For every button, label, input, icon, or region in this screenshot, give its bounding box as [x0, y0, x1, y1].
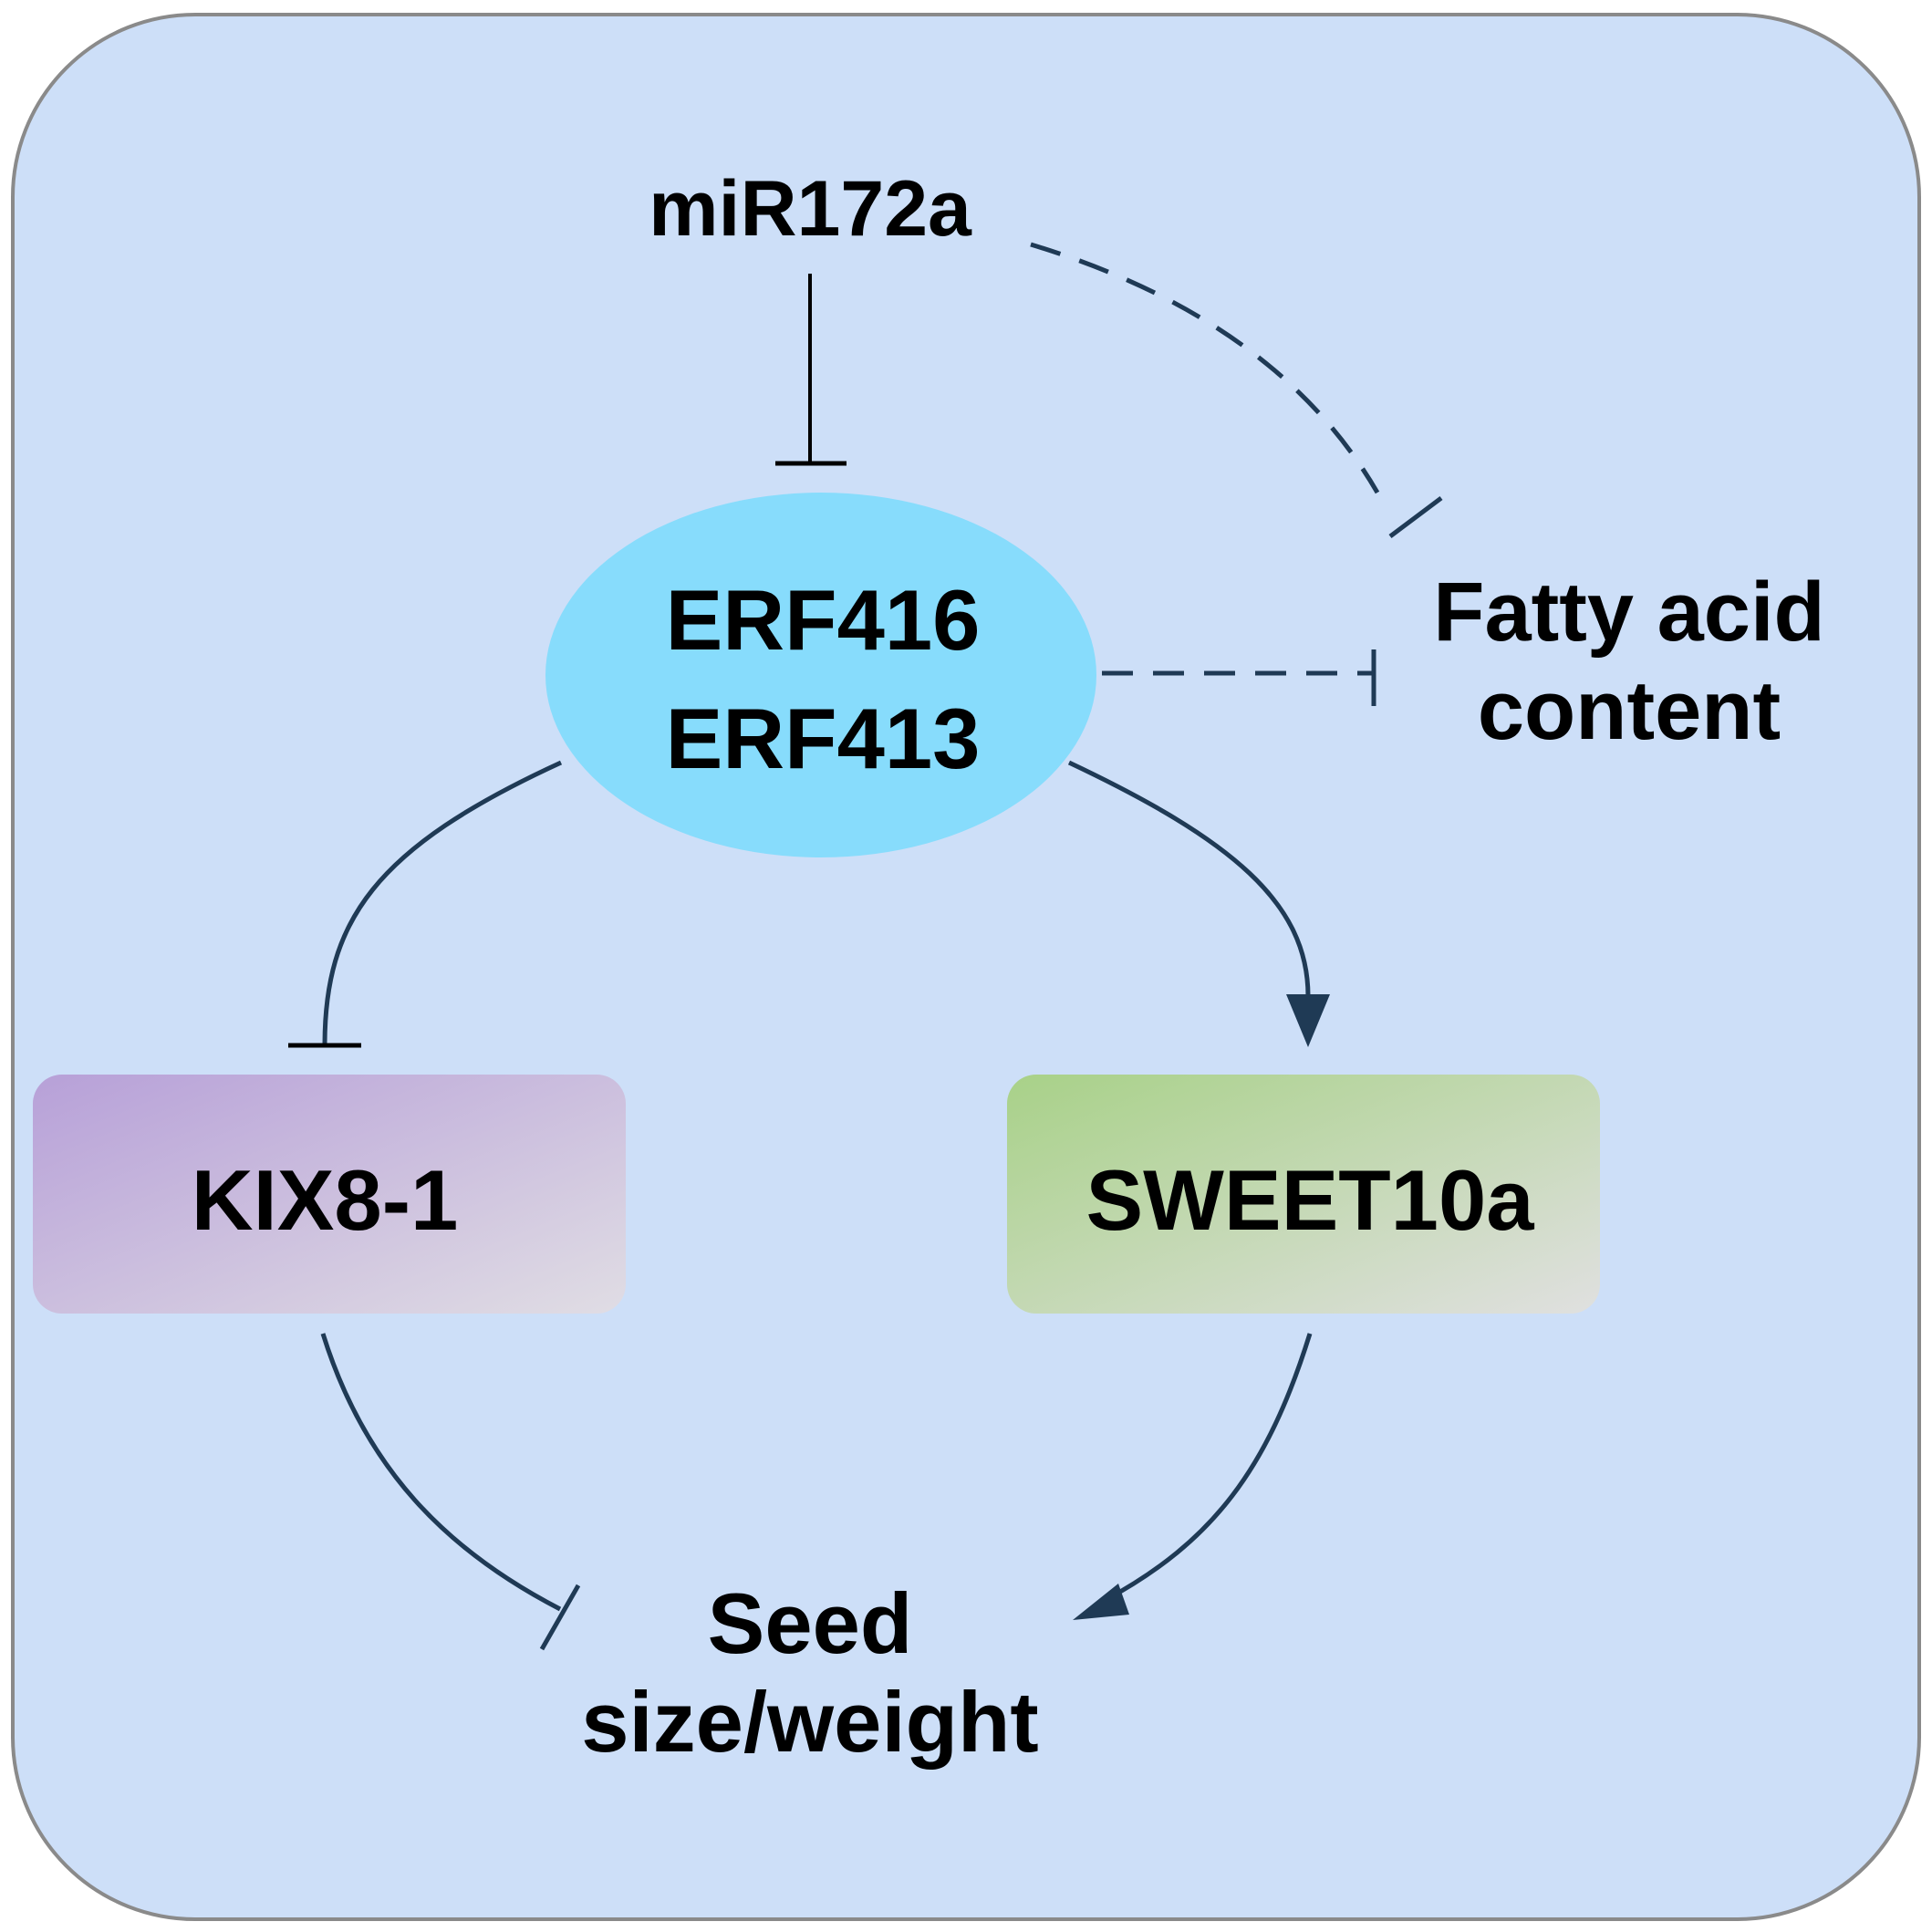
edge-kix-seed-bar [539, 1584, 581, 1651]
background-panel [11, 13, 1921, 1921]
edge-erf-to-sweet [1067, 760, 1330, 1047]
kix-node [33, 1075, 626, 1314]
edge-erf-kix-curve [322, 760, 563, 1046]
edge-mir-fatty-curve [1030, 242, 1380, 494]
edge-kix-seed-curve [320, 1333, 562, 1612]
erf-node [545, 493, 1096, 857]
edge-erf-sweet-curve [1067, 760, 1311, 997]
edge-sweet-seed-arrowhead [1073, 1584, 1129, 1620]
seed-label-line2: size/weight [581, 1674, 1038, 1770]
edge-mir-to-erf [775, 274, 847, 466]
edge-kix-to-seed [320, 1333, 581, 1651]
edge-mir-to-fatty [1030, 242, 1443, 538]
edge-sweet-seed-curve [1104, 1333, 1313, 1603]
sweet-node [1007, 1075, 1600, 1314]
fatty-label-line2: content [1478, 664, 1781, 757]
edge-mir-fatty-bar [1388, 496, 1443, 538]
edge-erf-sweet-arrowhead [1286, 994, 1330, 1047]
fatty-label-line1: Fatty acid [1433, 566, 1824, 659]
sweet-label: SWEET10a [1085, 1152, 1534, 1248]
edge-erf-to-fatty [1102, 649, 1376, 706]
mir-label: miR172a [649, 165, 972, 253]
edge-erf-to-kix [288, 760, 563, 1048]
edge-sweet-to-seed [1073, 1333, 1313, 1620]
erf-label-line1: ERF416 [666, 572, 981, 668]
erf-label-line2: ERF413 [666, 691, 981, 786]
kix-label: KIX8-1 [192, 1152, 459, 1248]
seed-label-line1: Seed [708, 1575, 913, 1671]
